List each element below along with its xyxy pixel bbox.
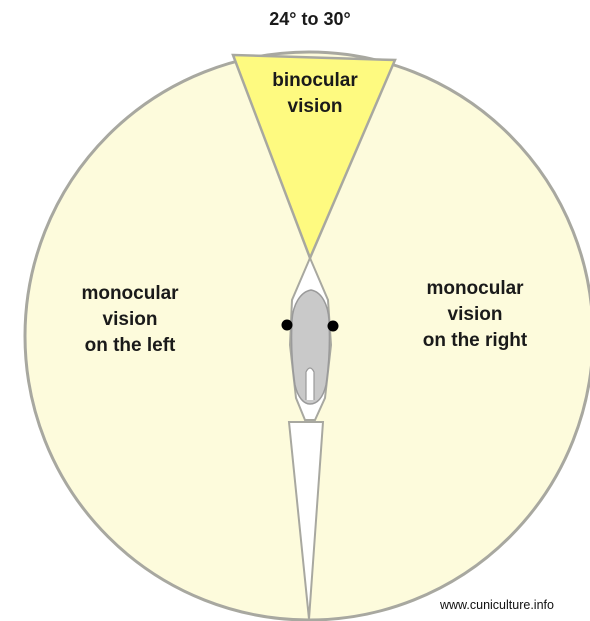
label-line: monocular: [55, 281, 205, 307]
credit-watermark: www.cuniculture.info: [440, 598, 554, 612]
monocular-left-label: monocular vision on the left: [55, 281, 205, 359]
right-eye-icon: [328, 321, 339, 332]
binocular-vision-label: binocular vision: [240, 68, 390, 120]
label-line: vision: [240, 94, 390, 120]
label-line: binocular: [240, 68, 390, 94]
label-line: on the right: [400, 328, 550, 354]
rabbit-ear-divider: [306, 368, 314, 400]
angle-title: 24° to 30°: [245, 6, 375, 32]
label-line: vision: [400, 302, 550, 328]
left-eye-icon: [282, 320, 293, 331]
label-line: on the left: [55, 333, 205, 359]
label-line: monocular: [400, 276, 550, 302]
monocular-right-label: monocular vision on the right: [400, 276, 550, 354]
label-line: vision: [55, 307, 205, 333]
